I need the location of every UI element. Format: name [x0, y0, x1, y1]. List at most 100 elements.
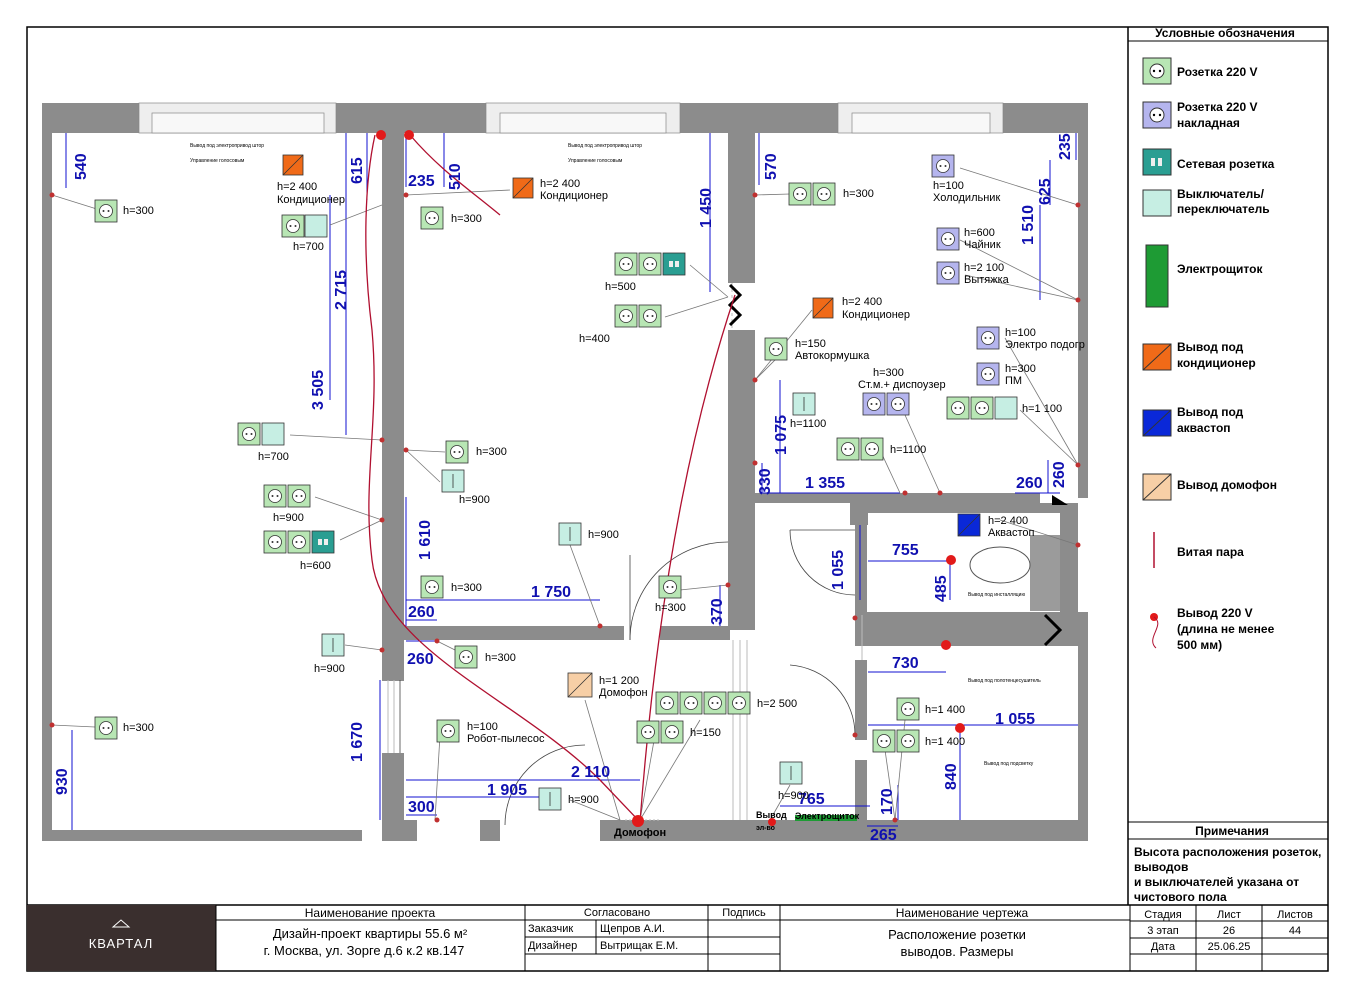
device-label: Робот-пылесос [467, 733, 545, 745]
legend-label: Электрощиток [1177, 262, 1263, 276]
designer-label: Дизайнер [528, 940, 577, 952]
height-label: h=1 100 [1022, 403, 1062, 415]
height-label: h=2 400 [842, 296, 882, 308]
outlet-icon [638, 304, 662, 328]
height-label: h=2 400 [540, 178, 580, 190]
height-label: h=300 [1005, 363, 1036, 375]
outlet-icon [788, 182, 812, 206]
outlet-icon [287, 484, 311, 508]
legend-label: Сетевая розетка [1177, 157, 1275, 171]
dim-label: 260 [1051, 461, 1068, 488]
project-line: Дизайн-проект квартиры 55.6 м² [273, 926, 468, 941]
legend-label: накладная [1177, 116, 1240, 130]
customer-label: Заказчик [528, 923, 573, 935]
outlet-icon [703, 691, 727, 715]
outlet-icon [454, 645, 478, 669]
date-label: Дата [1151, 941, 1176, 953]
height-label: h=900 [568, 794, 599, 806]
height-label: h=1 400 [925, 736, 965, 748]
device-label: Холодильник [933, 192, 1000, 204]
outlet-icon [94, 716, 118, 740]
designer-name: Вытрищак Е.М. [600, 940, 678, 952]
dim-label: 1 055 [830, 550, 847, 590]
height-label: h=300 [123, 205, 154, 217]
height-label: h=100 [933, 180, 964, 192]
annotations: Вывод под электропривод штор Управление … [123, 143, 1085, 839]
legend-label: Розетка 220 V [1177, 100, 1257, 114]
dim-label: 730 [892, 655, 919, 672]
device-label: Домофон [599, 687, 648, 699]
dim-label: 260 [407, 651, 434, 668]
device-label: Электро подогр [1005, 339, 1085, 351]
switch-icon [304, 214, 328, 238]
device-label: Вытяжка [964, 274, 1010, 286]
legend-label: Витая пара [1177, 545, 1244, 559]
outlet-icon [860, 437, 884, 461]
legend-label: Вывод домофон [1177, 478, 1277, 492]
surface-outlet-icon [936, 261, 960, 285]
outlet-icon [946, 396, 970, 420]
height-label: h=300 [451, 213, 482, 225]
device-label: Кондиционер [277, 194, 345, 206]
outlet-icon [896, 729, 920, 753]
dim-label: 765 [798, 791, 825, 808]
device-label: Аквастоп [988, 527, 1035, 539]
note-line: и выключателей указана от [1134, 875, 1299, 889]
switch-icon [779, 761, 803, 785]
height-label: h=500 [605, 281, 636, 293]
dim-label: 370 [709, 598, 726, 625]
device-label: ПМ [1005, 375, 1022, 387]
outlet-icon [836, 437, 860, 461]
legend-title: Условные обозначения [1155, 26, 1295, 40]
legend-label: Выключатель/ [1177, 187, 1265, 201]
height-label: h=2 100 [964, 262, 1004, 274]
legend-label: аквастоп [1177, 421, 1231, 435]
annotation: Вывод под инсталляцию [968, 592, 1025, 598]
walls [42, 103, 1088, 841]
annotation: Вывод под подсветку [984, 761, 1034, 767]
annotation: Вывод под электропривод штор [568, 143, 642, 149]
height-label: h=1100 [790, 418, 826, 430]
height-label: h=2 500 [757, 698, 797, 710]
surface-outlet-icon [976, 362, 1000, 386]
legend-label: 500 мм) [1177, 638, 1222, 652]
dim-label: 1 075 [773, 415, 790, 455]
height-label: h=900 [459, 494, 490, 506]
dim-label: 510 [447, 163, 464, 190]
outlet-icon [263, 530, 287, 554]
legend-label: кондиционер [1177, 356, 1256, 370]
dim-label: 930 [54, 768, 71, 795]
doors [399, 529, 856, 826]
height-label: h=300 [123, 722, 154, 734]
dim-label: 840 [943, 763, 960, 790]
network-outlet-icon [662, 252, 686, 276]
height-label: h=300 [655, 602, 686, 614]
annotation: Вывод под электропривод штор [190, 143, 264, 149]
notes-title: Примечания [1195, 824, 1269, 838]
height-label: h=900 [588, 529, 619, 541]
dimension-lines [65, 133, 1078, 830]
ac-outlet-icon [512, 177, 534, 199]
annotation: Вывод под полотенцесушитель [968, 678, 1041, 684]
height-label: h=300 [485, 652, 516, 664]
height-label: h=900 [314, 663, 345, 675]
height-label: h=1100 [890, 444, 926, 456]
surface-outlet-icon [862, 392, 886, 416]
outlet-icon [287, 530, 311, 554]
outlet-icon [445, 440, 469, 464]
dim-label: 1 055 [995, 711, 1035, 728]
dim-label: 570 [763, 153, 780, 180]
stage-value: 3 этап [1147, 925, 1179, 937]
power-outputs [376, 130, 965, 827]
surface-outlet-icon [936, 227, 960, 251]
dim-label: 1 905 [487, 782, 527, 799]
outlet-icon [896, 697, 920, 721]
height-label: h=2 400 [988, 515, 1028, 527]
drawing-header: Наименование чертежа [896, 906, 1029, 920]
door-openings [387, 283, 863, 821]
switch-icon [441, 469, 465, 493]
height-label: h=600 [964, 227, 995, 239]
surface-outlet-icon [931, 154, 955, 178]
